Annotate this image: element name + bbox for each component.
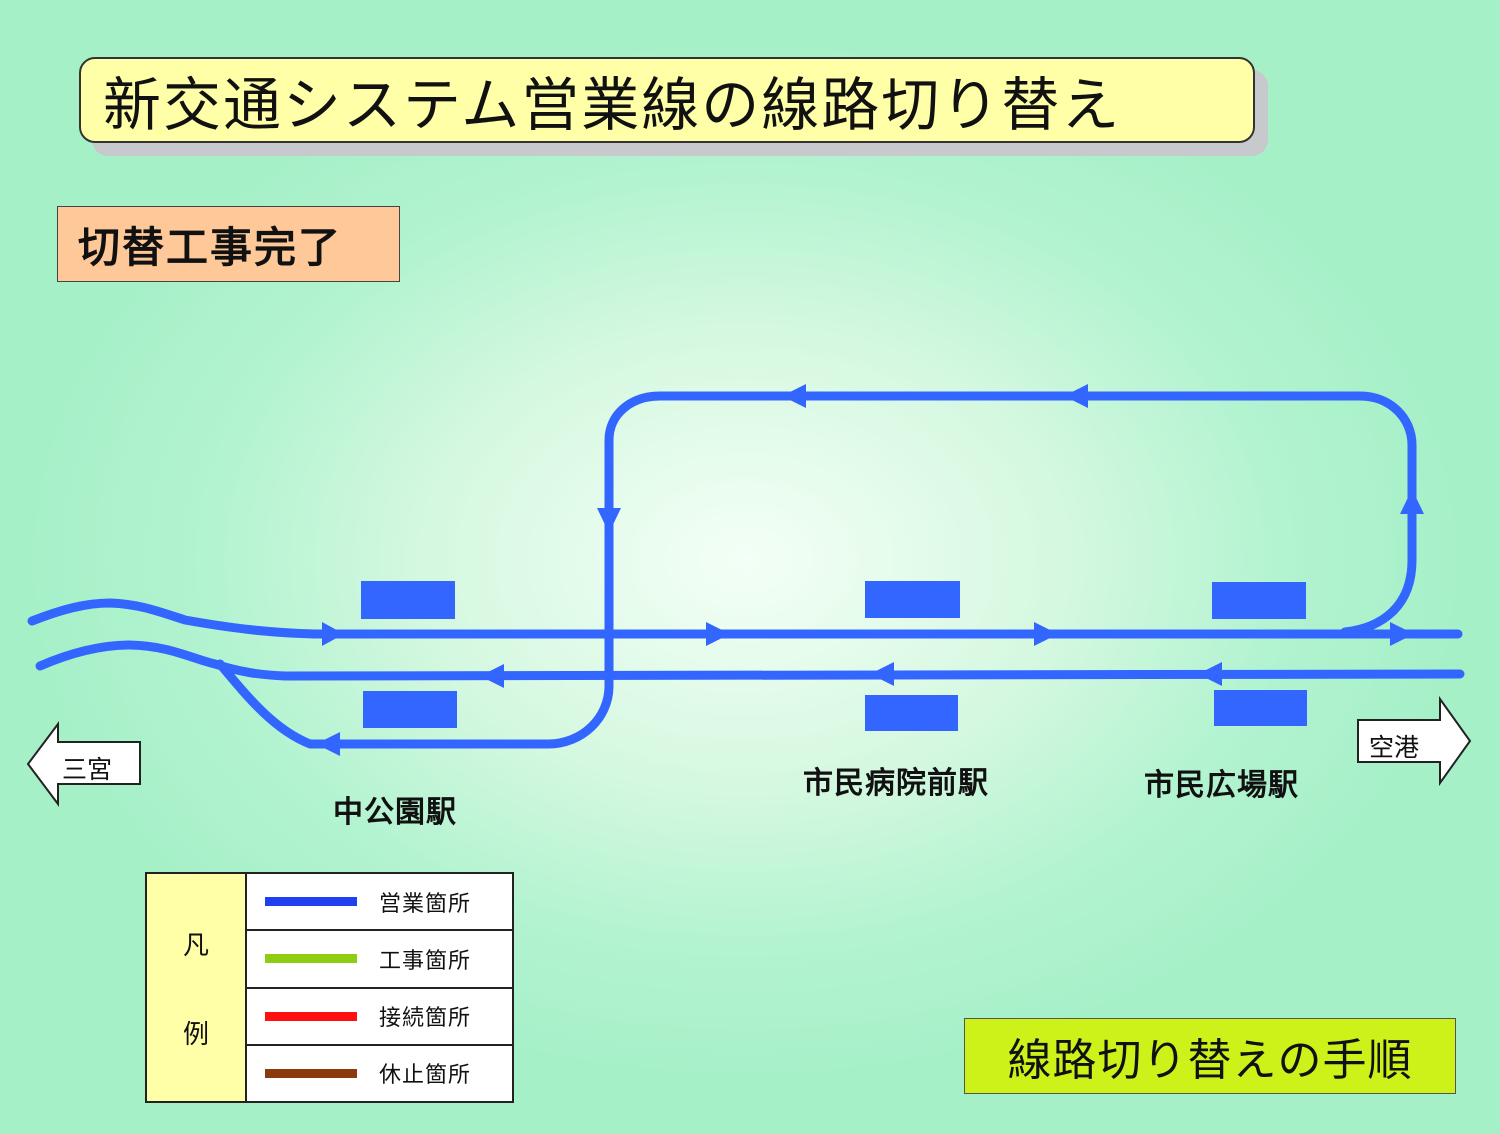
arrow-outbound-4	[1390, 622, 1414, 646]
station-shimin-hiroba: 市民広場駅	[1144, 768, 1299, 803]
platform-naka-koen-lower	[363, 691, 457, 728]
legend: 凡 例 営業箇所 工事箇所 接続箇所 休止箇所	[145, 872, 514, 1103]
legend-heading-2: 例	[182, 1019, 209, 1050]
arrow-loop-right	[1400, 489, 1424, 514]
platform-byoin-upper	[865, 581, 960, 618]
direction-left-label: 三宮	[62, 755, 113, 784]
arrow-outbound-3	[1034, 622, 1058, 646]
legend-heading-1: 凡	[182, 930, 209, 961]
legend-label: 休止箇所	[379, 1063, 472, 1089]
arrow-right-airport	[1357, 695, 1472, 787]
platform-hiroba-upper	[1212, 582, 1306, 619]
station-shimin-byoin: 市民病院前駅	[803, 766, 989, 801]
legend-heading: 凡 例	[147, 874, 247, 1101]
legend-swatch-construction	[265, 954, 357, 964]
page-title: 新交通システム営業線の線路切り替え	[79, 57, 1255, 143]
direction-right-label: 空港	[1369, 733, 1420, 762]
legend-swatch-suspended	[265, 1068, 357, 1078]
platform-naka-koen-upper	[361, 581, 455, 619]
legend-row: 営業箇所	[247, 874, 512, 932]
arrow-loop-top-2	[1064, 384, 1088, 408]
status-label: 切替工事完了	[57, 206, 400, 282]
platform-hiroba-lower	[1214, 690, 1307, 726]
arrow-outbound-2	[706, 622, 730, 646]
track-outbound-main	[27, 598, 1463, 639]
platform-byoin-lower	[865, 695, 958, 731]
legend-swatch-operating	[265, 897, 357, 907]
arrow-branch-bottom	[316, 732, 340, 756]
procedure-button[interactable]: 線路切り替えの手順	[964, 1018, 1456, 1094]
track-inbound-main	[35, 640, 1465, 681]
legend-row: 接続箇所	[247, 989, 512, 1046]
legend-row: 休止箇所	[247, 1046, 512, 1101]
arrow-loop-top-1	[782, 384, 806, 408]
arrow-left-sannomiya	[26, 721, 141, 807]
track-branch-connector	[215, 391, 1417, 749]
arrow-loop-left	[597, 508, 621, 533]
station-naka-koen: 中公園駅	[333, 795, 457, 830]
arrow-outbound-1	[322, 622, 344, 646]
arrow-inbound-2	[870, 662, 894, 686]
legend-swatch-connection	[265, 1011, 357, 1021]
legend-label: 営業箇所	[379, 891, 472, 917]
arrow-inbound-3	[1198, 662, 1222, 686]
arrow-inbound-1	[480, 664, 504, 688]
legend-row: 工事箇所	[247, 931, 512, 989]
legend-rows: 営業箇所 工事箇所 接続箇所 休止箇所	[247, 874, 512, 1101]
legend-label: 接続箇所	[379, 1006, 472, 1032]
legend-label: 工事箇所	[379, 948, 472, 974]
